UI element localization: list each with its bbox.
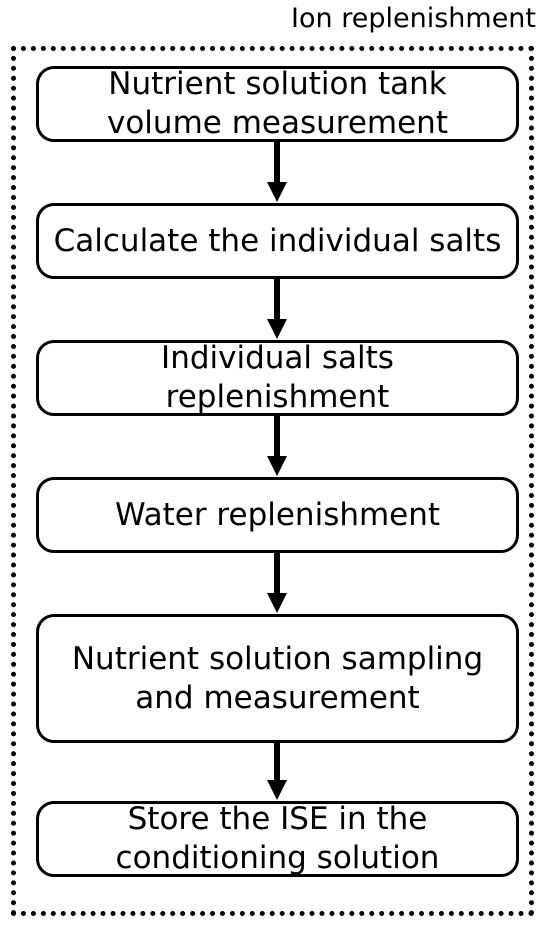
- step-label: Individual salts replenishment: [161, 340, 394, 415]
- step-label: Nutrient solution tank volume measuremen…: [107, 66, 448, 141]
- step-salts-replenishment: Individual salts replenishment: [36, 340, 519, 416]
- step-water-replenishment: Water replenishment: [36, 477, 519, 553]
- arrow-2: [267, 279, 287, 339]
- ion-replenishment-group: [11, 46, 534, 916]
- step-label: Calculate the individual salts: [53, 222, 502, 259]
- step-store-ise: Store the ISE in the conditioning soluti…: [36, 801, 519, 877]
- arrow-3: [267, 416, 287, 476]
- arrow-4: [267, 553, 287, 613]
- step-label: Store the ISE in the conditioning soluti…: [115, 801, 440, 876]
- step-sampling-measurement: Nutrient solution sampling and measureme…: [36, 614, 519, 743]
- step-label: Nutrient solution sampling and measureme…: [71, 640, 484, 716]
- step-tank-volume-measurement: Nutrient solution tank volume measuremen…: [36, 66, 519, 142]
- arrow-1: [267, 142, 287, 202]
- diagram-title: Ion replenishment: [291, 3, 536, 34]
- step-label: Water replenishment: [114, 496, 441, 533]
- arrow-5: [267, 743, 287, 800]
- step-calculate-salts: Calculate the individual salts: [36, 203, 519, 279]
